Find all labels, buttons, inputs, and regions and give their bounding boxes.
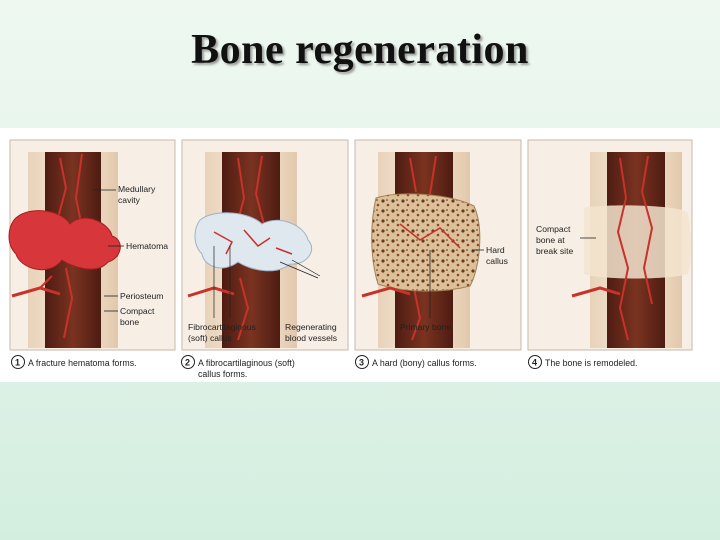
label-cavity: cavity [118,195,141,205]
panel-4-labels: Compact bone at break site [536,224,596,256]
panel-3: Hard callus Primary bone 3 A hard (bony)… [354,139,522,369]
label-callus: callus [486,256,508,266]
label-fibrocartilaginous: Fibrocartilaginous [188,322,256,332]
caption-line: A fracture hematoma forms. [28,358,137,368]
panel-1-caption: 1 A fracture hematoma forms. [11,355,137,369]
panel-1-labels: Medullary cavity Hematoma Periosteum Com… [92,184,168,327]
panel-2-labels: Fibrocartilaginous (soft) callus Regener… [188,246,337,343]
label-compact: Compact [536,224,571,234]
label-compact: Compact [120,306,155,316]
hematoma-shape [8,210,121,271]
label-bone-at: bone at [536,235,565,245]
label-soft-callus: (soft) callus [188,333,232,343]
caption-line: A hard (bony) callus forms. [372,358,477,368]
panel-3-caption: 3 A hard (bony) callus forms. [355,355,477,369]
panel-4: Compact bone at break site 4 The bone is… [527,139,693,369]
panel-3-labels: Hard callus Primary bone [400,245,508,332]
label-hematoma: Hematoma [126,241,168,251]
panel-1-bone [8,152,121,348]
label-break-site: break site [536,246,573,256]
step-number: 2 [185,358,190,368]
step-number: 4 [532,358,537,368]
caption-line-1: A fibrocartilaginous (soft) [198,358,295,368]
label-bone: bone [120,317,139,327]
step-number: 3 [359,358,364,368]
panel-2: Fibrocartilaginous (soft) callus Regener… [181,139,349,379]
panel-2-bone [187,152,313,348]
label-hard: Hard [486,245,505,255]
panel-3-bone [361,152,481,348]
label-blood-vessels: blood vessels [285,333,337,343]
step-number: 1 [15,358,20,368]
panel-4-bone [571,152,691,348]
label-periosteum: Periosteum [120,291,163,301]
hard-callus-shape [371,193,481,292]
label-medullary: Medullary [118,184,156,194]
bone-regeneration-figure: Medullary cavity Hematoma Periosteum Com… [0,128,720,382]
label-regenerating: Regenerating [285,322,337,332]
figure-canvas: Medullary cavity Hematoma Periosteum Com… [8,139,693,379]
slide-title: Bone regeneration [191,27,529,73]
panel-2-caption: 2 A fibrocartilaginous (soft) callus for… [181,355,295,379]
panel-1: Medullary cavity Hematoma Periosteum Com… [8,139,176,369]
remodeled-bone-shape [584,205,691,279]
panel-4-caption: 4 The bone is remodeled. [528,355,637,369]
caption-line: The bone is remodeled. [545,358,637,368]
label-primary-bone: Primary bone [400,322,451,332]
caption-line-2: callus forms. [198,369,247,379]
